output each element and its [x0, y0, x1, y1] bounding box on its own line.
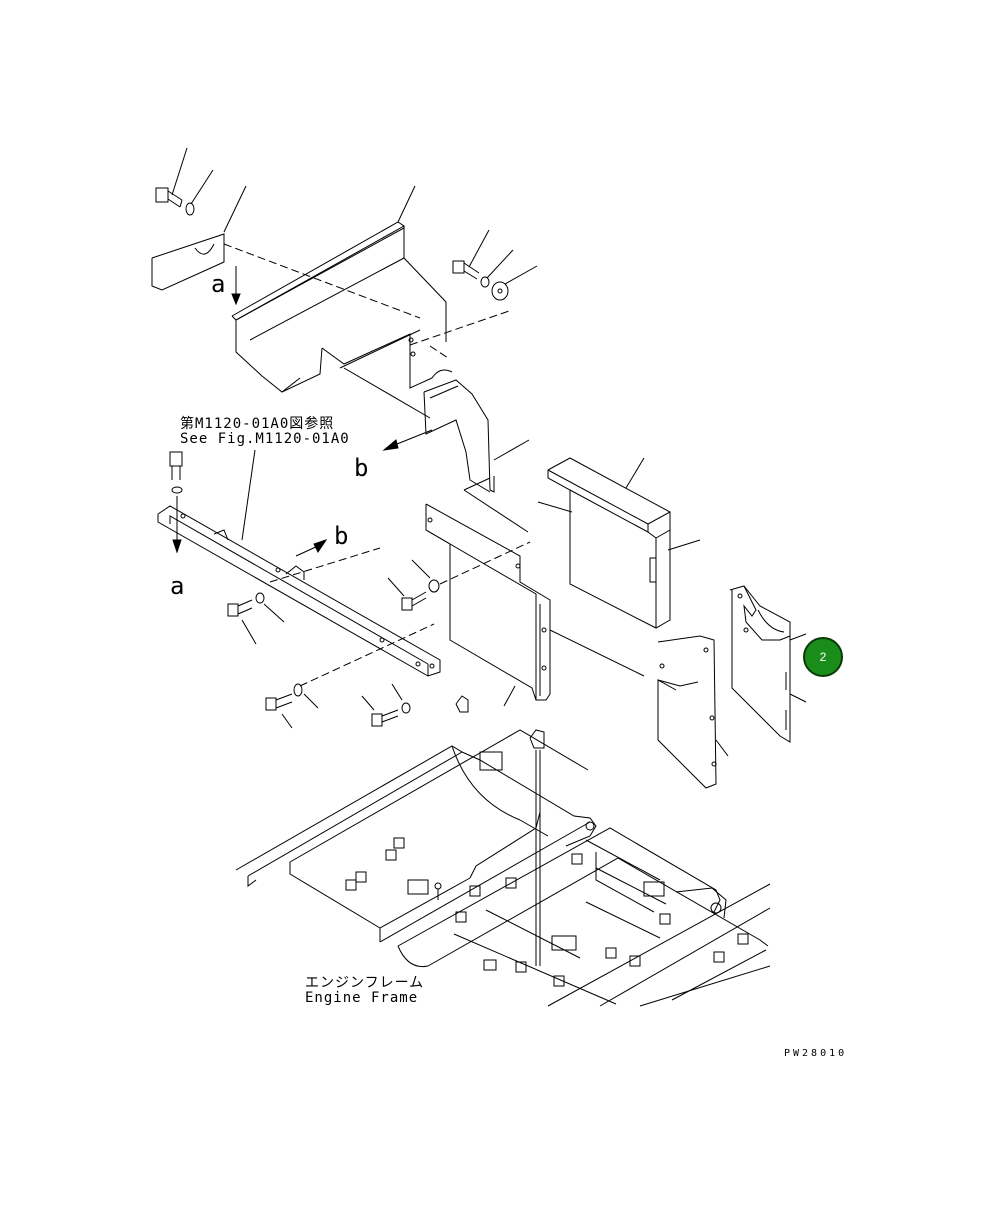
engine-frame-label-jp: エンジンフレーム — [305, 975, 425, 991]
upper-cover — [231, 185, 513, 393]
bolt-lower-3 — [387, 541, 531, 611]
reference-figure-label-en: See Fig.M1120-01A0 — [180, 431, 350, 447]
small-clip — [455, 695, 469, 713]
part-callout-button[interactable]: 2 — [803, 637, 843, 677]
view-marker-b-right: b — [334, 522, 349, 550]
engine-frame — [235, 729, 771, 1007]
bolt-lower-2 — [265, 623, 435, 729]
rail-bolt — [169, 451, 183, 554]
long-rail — [157, 449, 441, 677]
bolt-lower-4 — [361, 683, 411, 727]
view-arrow-a-upper — [231, 266, 241, 306]
drawing-code: PW28010 — [784, 1048, 848, 1059]
view-marker-a-top: a — [211, 270, 226, 298]
view-arrow-b-lower — [295, 539, 328, 557]
part-callout-number: 2 — [819, 650, 827, 664]
far-right-plate — [729, 585, 807, 743]
reference-figure-label-jp: 第M1120-01A0図参照 — [180, 416, 335, 432]
mid-bracket — [343, 367, 530, 533]
right-washer-large — [491, 265, 538, 301]
bolt-lower-1 — [227, 592, 285, 645]
top-left-bracket — [151, 185, 421, 319]
right-bolt — [452, 229, 490, 280]
view-arrow-b-upper — [382, 429, 433, 451]
top-bolt — [155, 147, 188, 208]
right-washer-small — [480, 249, 514, 288]
view-marker-b-left: b — [354, 454, 369, 482]
engine-frame-label-en: Engine Frame — [305, 990, 419, 1006]
top-washer — [185, 169, 214, 216]
view-marker-a-bottom: a — [170, 572, 185, 600]
right-plate — [657, 635, 729, 789]
side-box — [537, 457, 701, 629]
left-plate — [425, 503, 645, 707]
